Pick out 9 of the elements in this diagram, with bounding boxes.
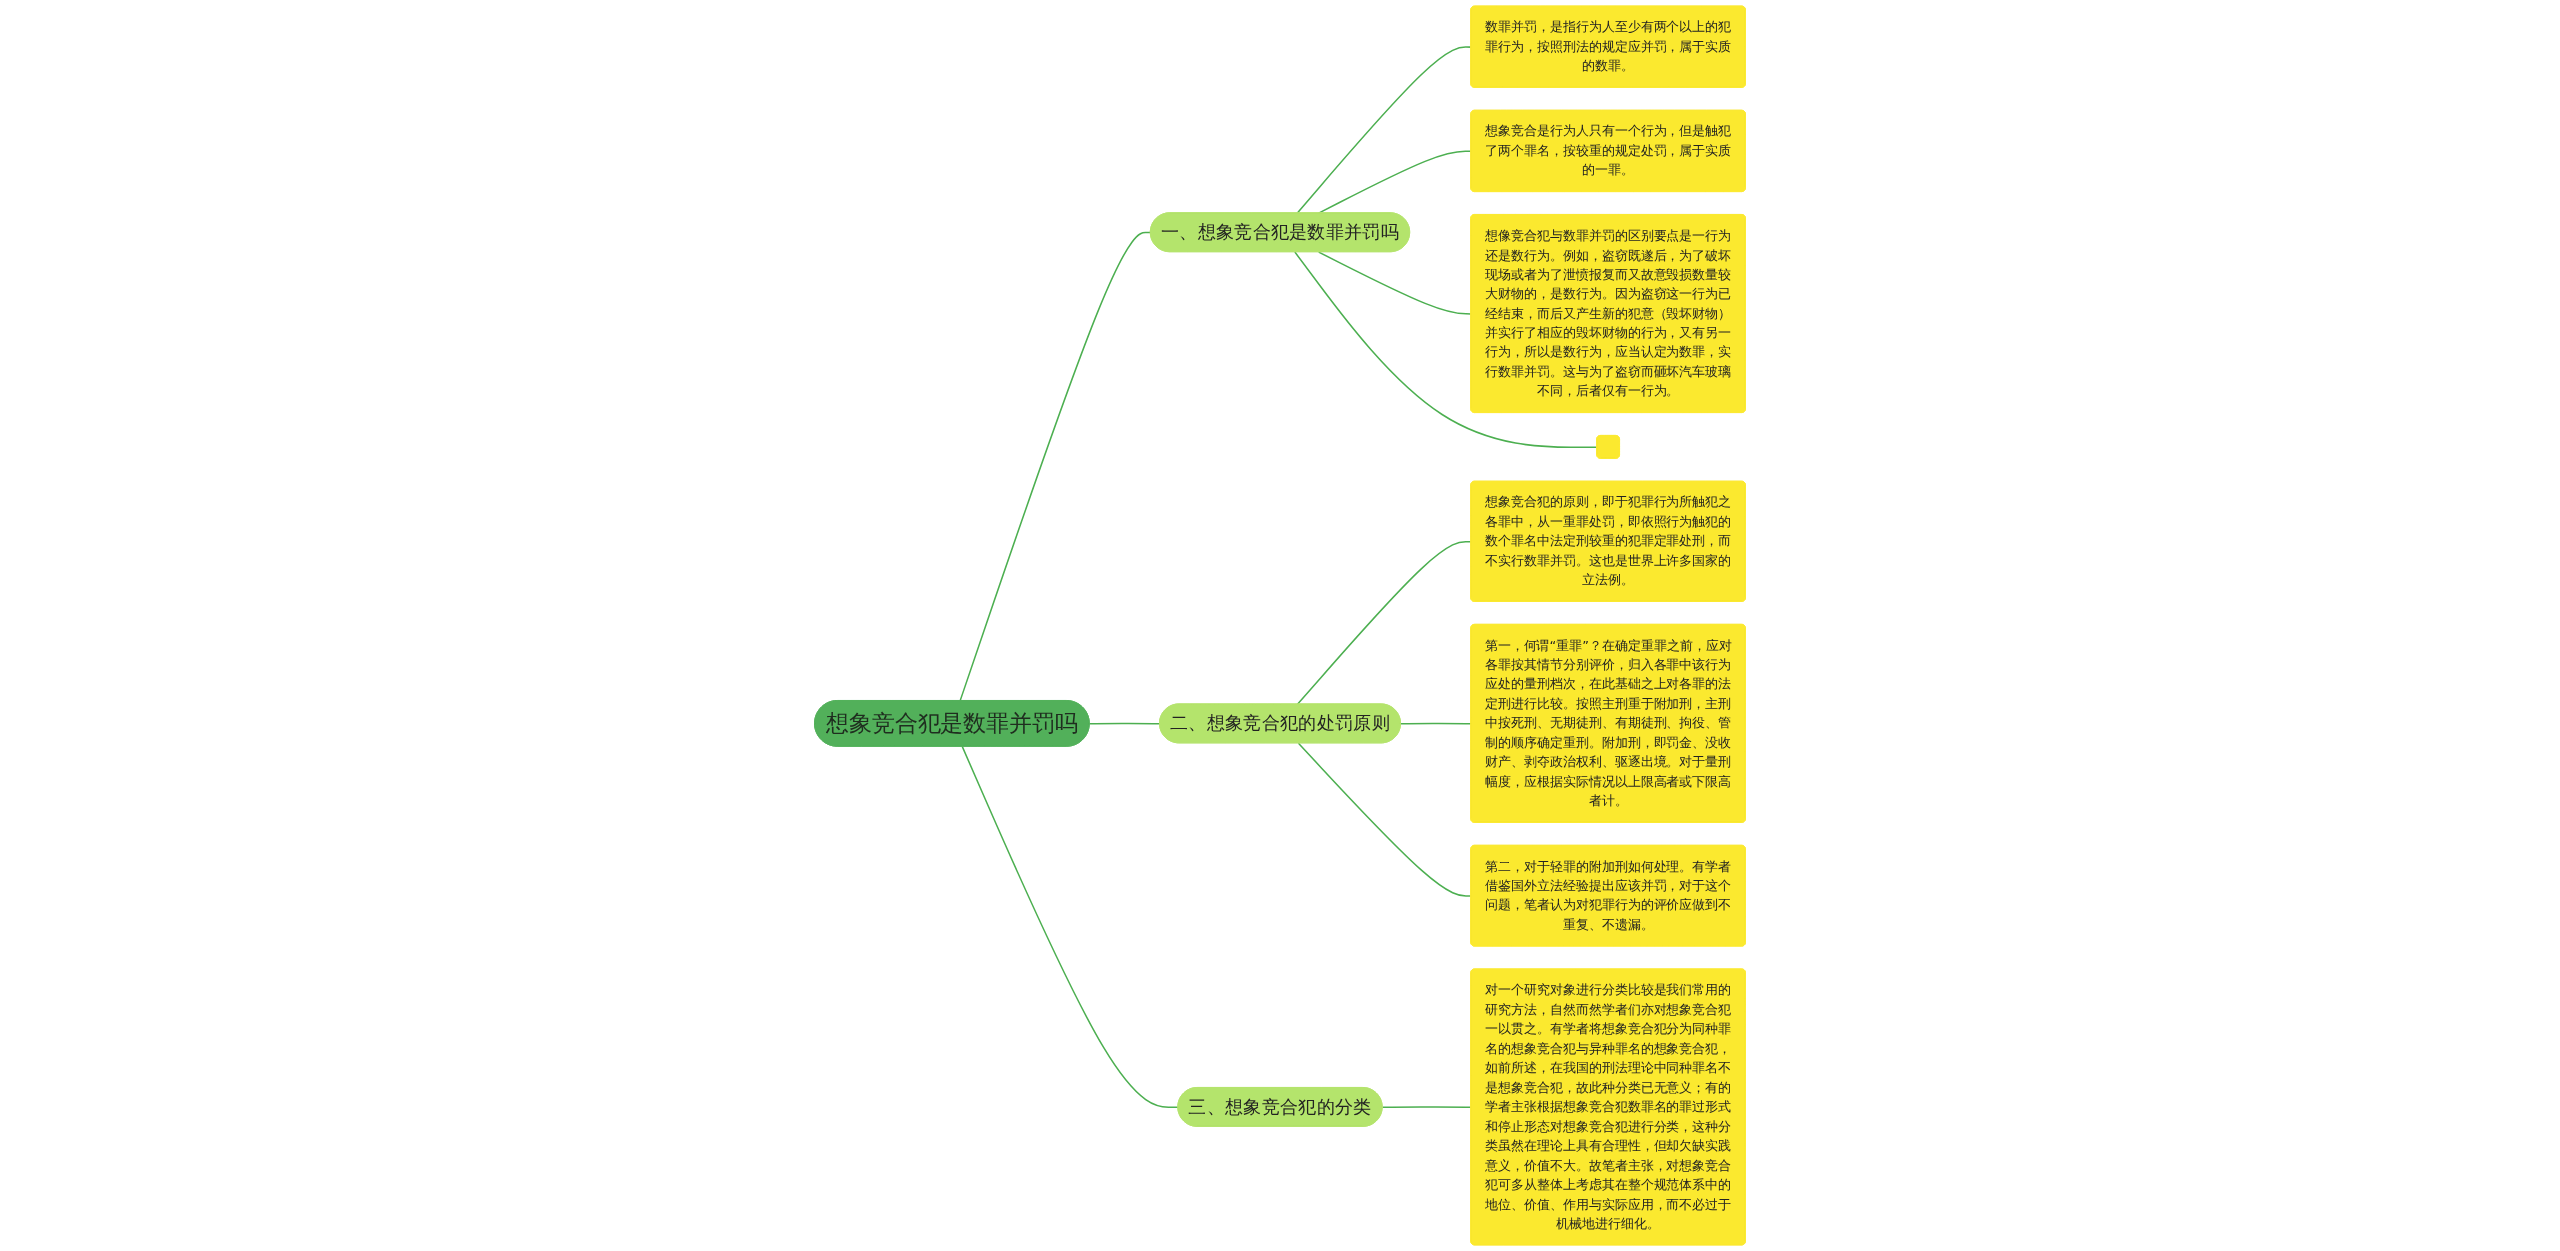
connector — [1296, 46, 1472, 214]
connector — [1381, 1106, 1472, 1109]
connector — [1400, 722, 1472, 725]
connector — [959, 231, 1152, 702]
connector — [961, 745, 1179, 1109]
connector — [1317, 251, 1472, 315]
connector — [1088, 722, 1161, 725]
connector — [1297, 742, 1472, 897]
connector — [1294, 251, 1598, 449]
